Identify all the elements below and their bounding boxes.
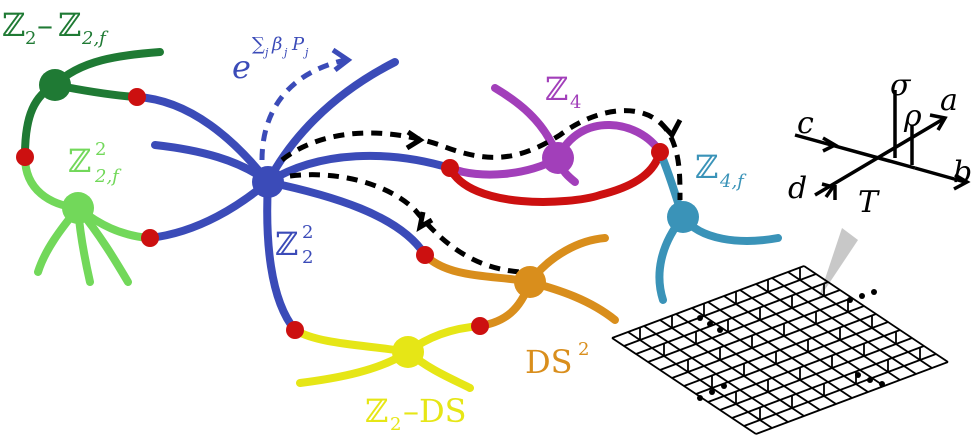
- svg-text:2: 2: [578, 339, 589, 360]
- lattice-ellipsis-dots: [697, 289, 885, 401]
- svg-text:2: 2: [302, 247, 313, 268]
- label-z2-sq: ℤ 2 2: [275, 222, 313, 268]
- svg-text:DS: DS: [525, 343, 573, 381]
- purple-branch-left: [446, 154, 562, 179]
- node-z2f-sq: [62, 192, 94, 224]
- yellow-branch-left: [291, 326, 412, 356]
- inset-label-sigma: σ: [890, 68, 912, 103]
- svg-text:–DS: –DS: [403, 392, 467, 430]
- node-z2-z2f: [39, 69, 71, 101]
- svg-text:4: 4: [570, 92, 581, 113]
- node-z4f: [667, 201, 699, 233]
- blue-branch-to-dark-green: [133, 93, 272, 186]
- lattice-line: [803, 265, 949, 363]
- node-ds-sq: [514, 266, 546, 298]
- svg-text:4,f: 4,f: [719, 171, 747, 192]
- svg-text:ℤ: ℤ: [68, 142, 91, 180]
- label-z2f-sq: ℤ 2 2,f: [68, 139, 122, 187]
- label-z2-z2f: ℤ 2 – ℤ 2,f: [2, 6, 109, 49]
- svg-text:ℤ: ℤ: [695, 148, 718, 186]
- blue-branch-to-orange: [264, 178, 429, 259]
- transition-dot: [16, 148, 34, 166]
- lattice-line: [787, 271, 933, 369]
- dashed-arrow-head-3: [416, 211, 434, 232]
- label-z4: ℤ 4: [545, 70, 581, 113]
- dashed-arrow-head-1: [405, 129, 425, 151]
- inset-tensor-junction: c d a b σ ρ T: [788, 68, 972, 220]
- transition-dot: [416, 246, 434, 264]
- svg-text:e: e: [232, 48, 251, 86]
- transition-dot: [128, 88, 146, 106]
- node-z2-sq: [252, 166, 284, 198]
- label-z2-ds: ℤ 2 –DS: [365, 392, 467, 435]
- blue-branch-up: [264, 58, 399, 186]
- svg-text:ℤ: ℤ: [365, 392, 388, 430]
- inset-lattice: [611, 265, 949, 435]
- svg-text:j: j: [302, 46, 309, 59]
- svg-text:ℤ: ℤ: [275, 225, 298, 263]
- purple-branch-right: [554, 121, 664, 162]
- inset-label-a: a: [940, 83, 958, 118]
- svg-text:j: j: [262, 46, 269, 59]
- transition-dot: [286, 321, 304, 339]
- red-connecting-curve: [446, 148, 664, 206]
- inset-line-d-a: [814, 116, 946, 197]
- label-z4f: ℤ 4,f: [695, 148, 747, 192]
- lattice-line: [743, 353, 937, 427]
- svg-text:2,f: 2,f: [94, 166, 122, 187]
- svg-text:2: 2: [302, 222, 313, 243]
- node-z2-ds: [392, 336, 424, 368]
- lattice-line: [755, 361, 949, 435]
- svg-text:–: –: [37, 6, 53, 44]
- yellow-branch-down-left: [296, 348, 412, 387]
- transition-dot: [471, 317, 489, 335]
- svg-text:2: 2: [95, 139, 106, 160]
- svg-text:ℤ: ℤ: [58, 6, 81, 44]
- svg-text:j: j: [281, 46, 288, 59]
- svg-text:β: β: [271, 34, 282, 55]
- svg-text:ℤ: ℤ: [2, 6, 25, 44]
- label-exp-operator: e ∑ j β j P j: [232, 34, 309, 86]
- dashed-arrow-blue-loop: [259, 57, 346, 161]
- svg-text:P: P: [291, 34, 305, 55]
- inset-label-T: T: [858, 185, 880, 220]
- inset-label-rho: ρ: [903, 99, 922, 134]
- svg-text:ℤ: ℤ: [545, 70, 568, 108]
- transition-dot: [651, 143, 669, 161]
- inset-label-d: d: [788, 171, 807, 206]
- transition-dot: [441, 159, 459, 177]
- inset-line-c-b: [794, 133, 916, 170]
- blue-branch-to-red: [264, 151, 454, 186]
- lattice-line: [731, 345, 925, 419]
- svg-text:∑: ∑: [252, 34, 265, 55]
- blue-branch-to-light-green: [146, 178, 272, 242]
- dashed-arrow-to-z4f: [280, 108, 683, 201]
- dark-green-branch-right: [51, 48, 164, 89]
- dashed-arrow-head-2: [658, 118, 683, 140]
- dashed-arrow-blue-head: [331, 47, 353, 72]
- node-z4: [542, 142, 574, 174]
- inset-label-c: c: [797, 106, 814, 141]
- svg-text:2: 2: [25, 28, 36, 49]
- svg-text:2: 2: [390, 414, 401, 435]
- label-ds-sq: DS 2: [525, 339, 589, 381]
- inset-label-b: b: [953, 155, 972, 190]
- blue-branch-down: [263, 178, 299, 334]
- svg-text:2,f: 2,f: [81, 28, 109, 49]
- transition-dot: [141, 229, 159, 247]
- dashed-arrow-to-blue-from-orange: [289, 172, 521, 275]
